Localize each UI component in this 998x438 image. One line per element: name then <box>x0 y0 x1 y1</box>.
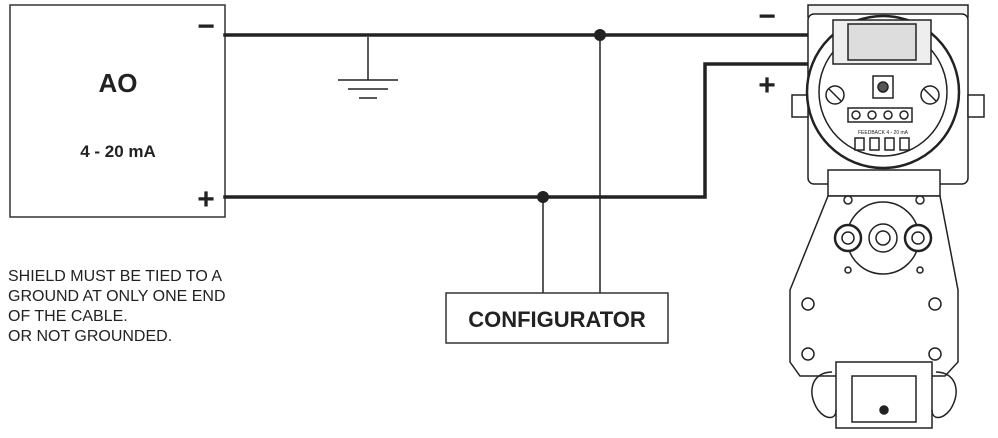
wires <box>223 33 810 199</box>
device-minus-sign: − <box>758 0 776 33</box>
device-terminal-label: FEEDBACK 4 - 20 mA <box>858 130 909 136</box>
note-line: OF THE CABLE. <box>8 308 128 325</box>
ground-symbol <box>338 37 398 99</box>
ao-title: AO <box>99 68 138 98</box>
ao-range: 4 - 20 mA <box>80 142 156 161</box>
ao-plus-sign: + <box>197 183 215 216</box>
note-line: OR NOT GROUNDED. <box>8 328 172 345</box>
note-line: SHIELD MUST BE TIED TO A <box>8 268 222 285</box>
note-line: GROUND AT ONLY ONE END <box>8 288 226 305</box>
device-plus-sign: + <box>758 69 776 102</box>
positive-wire <box>223 62 810 199</box>
configurator-box <box>445 292 669 344</box>
ao-minus-sign: − <box>197 10 215 43</box>
shield-note: SHIELD MUST BE TIED TO A GROUND AT ONLY … <box>8 268 230 345</box>
ao-block <box>9 4 226 218</box>
positioner-device: FEEDBACK 4 - 20 mA <box>789 4 985 429</box>
configurator-leads <box>542 35 601 293</box>
configurator-label: CONFIGURATOR <box>468 307 646 332</box>
